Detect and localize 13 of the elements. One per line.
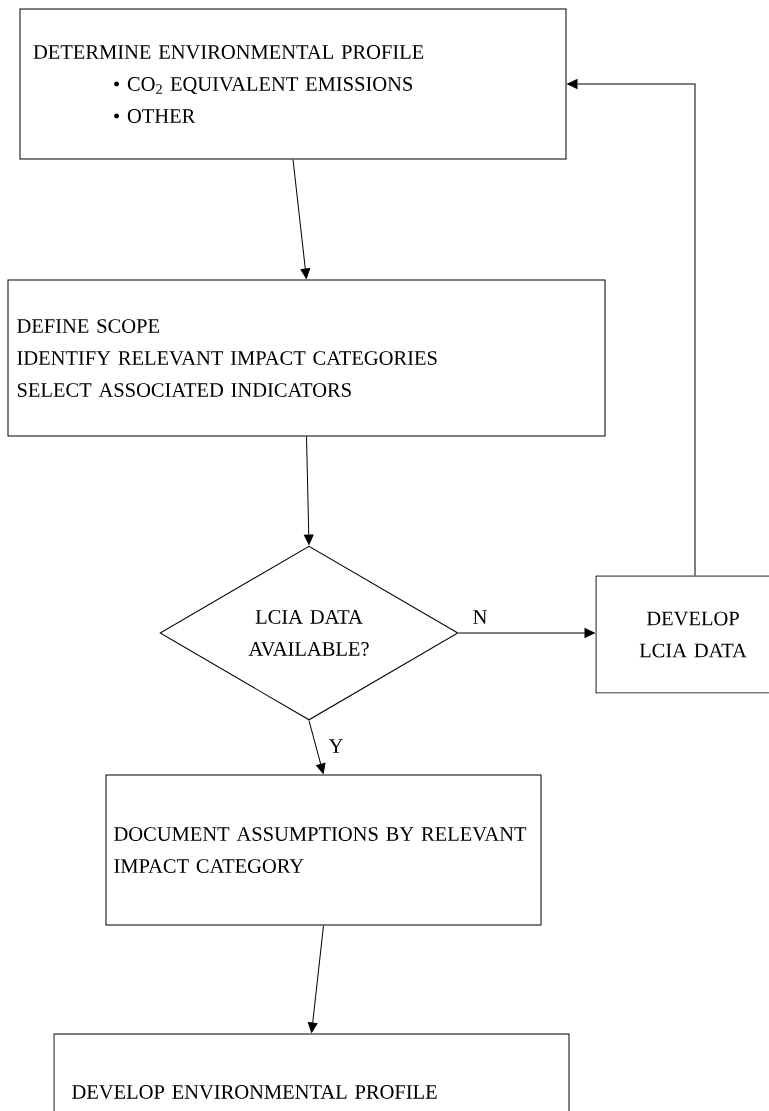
arrow [458, 628, 595, 638]
edge-label: N [471, 609, 489, 625]
arrow [307, 925, 324, 1033]
process-box: DEFINE SCOPE IDENTIFY RELEVANT IMPACT CATEGORIES SELECT ASSOCIATED INDICATORS [7, 279, 606, 437]
arrow [292, 159, 311, 279]
arrow [303, 436, 314, 545]
process-box: DETERMINE ENVIRONMENTAL PROFILE • CO$_{2}$ EQUIVALENT EMISSIONS • OTHER [19, 8, 567, 160]
arrow [567, 79, 696, 576]
process-box: DOCUMENT ASSUMPTIONS BY RELEVANT IMPACT CATEGORY [105, 774, 542, 926]
process-box: DEVELOP ENVIRONMENTAL PROFILE [53, 1033, 570, 1111]
process-box: DEVELOP LCIA DATA [595, 575, 769, 694]
edge-label: Y [327, 738, 345, 754]
arrow [308, 720, 326, 774]
